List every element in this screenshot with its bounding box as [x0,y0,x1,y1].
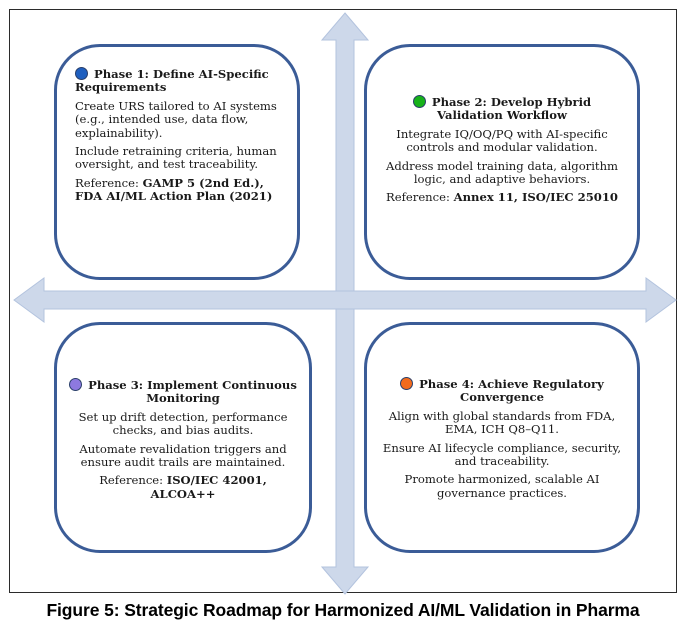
phase-4-card: Phase 4: Achieve Regulatory Convergence … [364,322,640,553]
phase-3-card: Phase 3: Implement Continuous Monitoring… [54,322,312,553]
phase-3-title-text: Phase 3: Implement Continuous Monitoring [88,378,297,406]
phase-2-reference-value: Annex 11, ISO/IEC 25010 [453,190,618,205]
phase-3-detail: Automate revalidation triggers and ensur… [79,441,287,470]
phase-1-detail: Include retraining criteria, human overs… [75,144,277,172]
phase-1-title: Phase 1: Define AI-Specific Requirements [75,67,285,95]
phase-4-description: Align with global standards from FDA, EM… [388,408,616,437]
orange-circle-icon [400,377,414,390]
purple-circle-icon [69,378,83,391]
blue-circle-icon [75,67,88,80]
phase-3-reference-value: ISO/IEC 42001, ALCOA++ [150,473,267,501]
phase-2-description: Integrate IQ/OQ/PQ with AI-specific cont… [396,126,608,155]
quadrant-axes [13,12,677,595]
phase-2-title: Phase 2: Develop Hybrid Validation Workf… [383,95,621,123]
phase-2-title-text: Phase 2: Develop Hybrid Validation Workf… [431,95,592,123]
phase-1-title-text: Phase 1: Define AI-Specific Requirements [75,67,269,95]
phase-1-description: Create URS tailored to AI systems (e.g.,… [75,98,277,140]
reference-label: Reference: [386,190,450,205]
phase-1-reference-value: GAMP 5 (2nd Ed.), FDA AI/ML Action Plan … [75,175,273,204]
phase-2-detail: Address model training data, algorithm l… [385,158,619,187]
phase-1-reference: Reference: GAMP 5 (2nd Ed.), FDA AI/ML A… [75,175,285,204]
phase-4-title: Phase 4: Achieve Regulatory Convergence [381,377,623,405]
phase-2-card: Phase 2: Develop Hybrid Validation Workf… [364,44,640,280]
phase-4-goal: Promote harmonized, scalable AI governan… [404,472,600,500]
phase-2-reference: Reference: Annex 11, ISO/IEC 25010 [383,191,621,204]
figure-caption: Figure 5: Strategic Roadmap for Harmoniz… [46,600,640,620]
phase-4-detail: Ensure AI lifecycle compliance, security… [382,440,622,469]
phase-4-title-text: Phase 4: Achieve Regulatory Convergence [419,377,604,405]
phase-1-card: Phase 1: Define AI-Specific Requirements… [54,44,300,280]
reference-label: Reference: [99,473,164,488]
phase-3-description: Set up drift detection, performance chec… [78,409,288,438]
phase-3-title: Phase 3: Implement Continuous Monitoring [67,378,299,406]
phase-3-reference: Reference: ISO/IEC 42001, ALCOA++ [67,474,299,501]
horizontal-double-arrow [13,277,677,323]
green-circle-icon [412,95,426,108]
reference-label: Reference: [75,175,139,190]
